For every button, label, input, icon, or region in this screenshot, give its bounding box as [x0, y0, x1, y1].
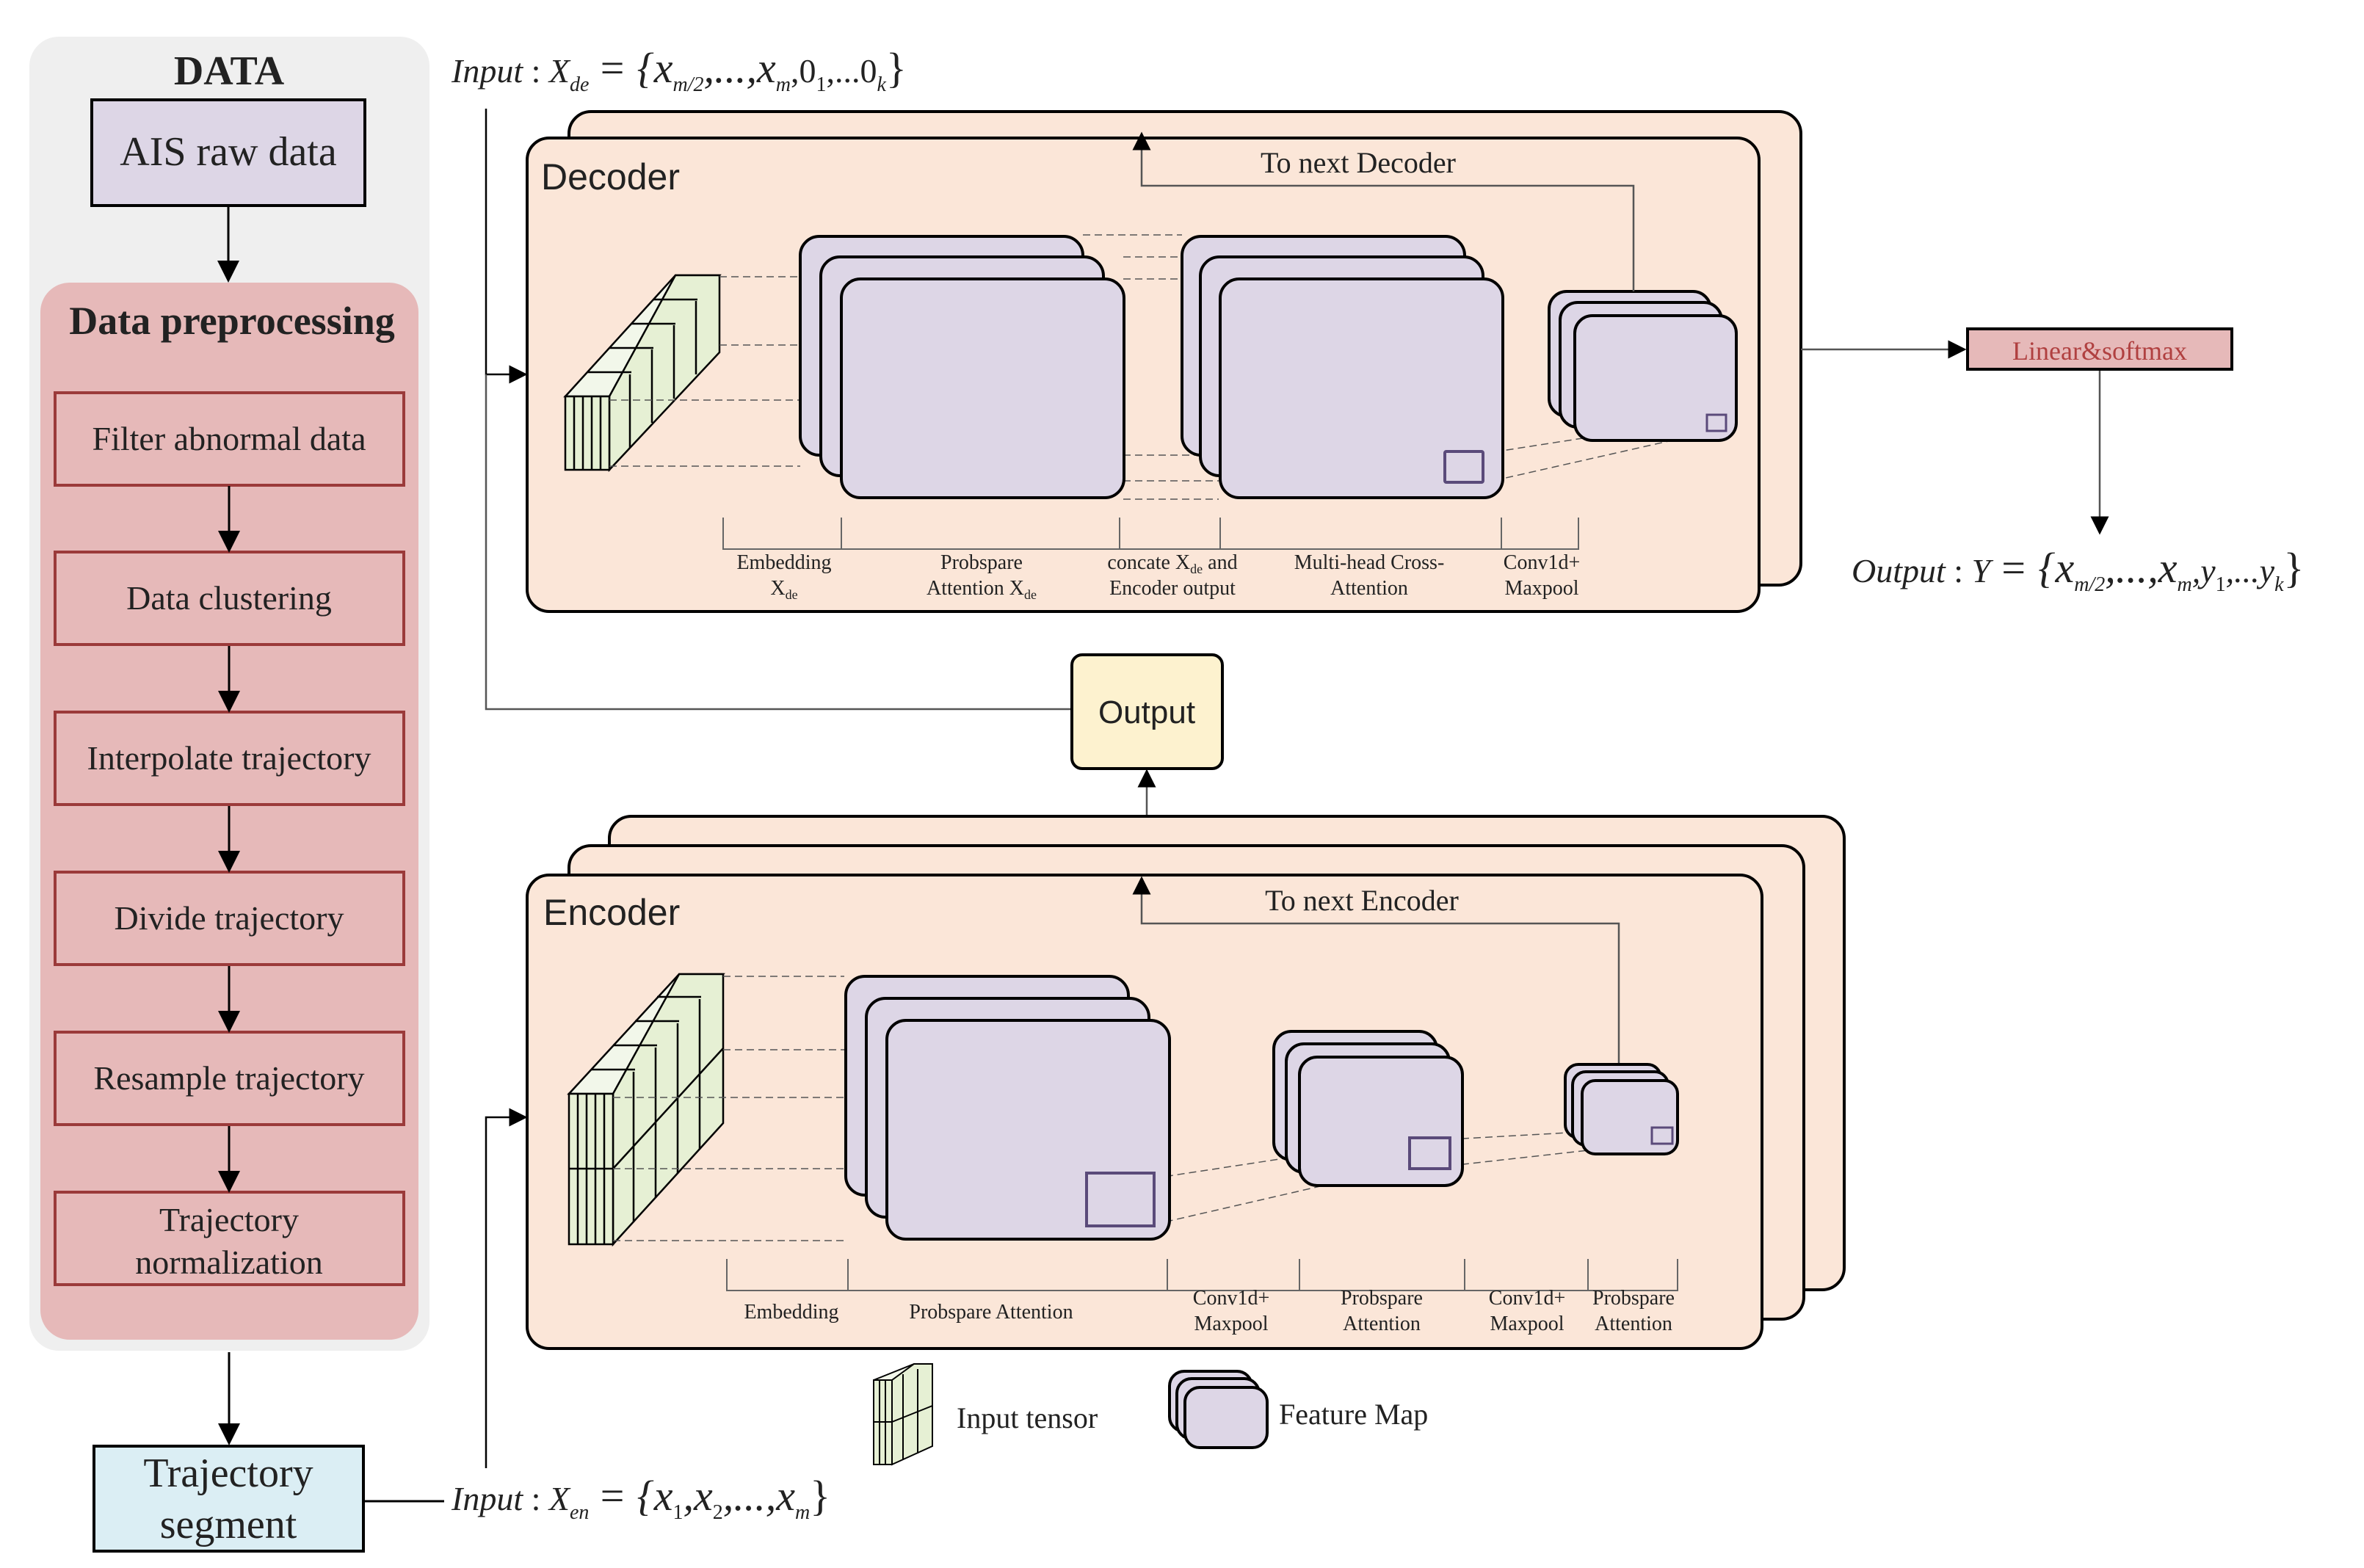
encoder-to-next-label: To next Encoder — [1265, 884, 1459, 917]
preprocessing-steps — [54, 391, 405, 1286]
encoder-stage-probspare2-2: Attention — [1343, 1313, 1421, 1335]
legend-feature-map-label: Feature Map — [1279, 1398, 1428, 1431]
decoder-cross-attention-maps — [1181, 235, 1504, 499]
middle-output-box — [1070, 653, 1224, 770]
decoder-stage-cross-2: Attention — [1330, 577, 1408, 600]
decoder-conv-maps — [1548, 290, 1738, 442]
encoder-input-formula: Input : Xen = {x1,x2,...,xm} — [451, 1472, 830, 1524]
step-normalize-box — [54, 1191, 405, 1286]
preprocessing-title: Data preprocessing — [69, 299, 395, 343]
decoder-stage-concat-1: concate Xde and — [1107, 551, 1237, 576]
encoder-stage-conv2-2: Maxpool — [1490, 1313, 1564, 1335]
linear-softmax-label: Linear&softmax — [2012, 336, 2187, 366]
decoder-stage-embedding-1: Embedding — [736, 551, 831, 574]
trajectory-segment-label-2: segment — [160, 1502, 297, 1547]
legend-feature-map-icon — [1168, 1370, 1269, 1449]
step-cluster-box — [54, 551, 405, 646]
step-normalize-label-2: normalization — [135, 1244, 322, 1281]
encoder-stage-probspare2-1: Probspare — [1341, 1287, 1423, 1310]
decoder-stage-cross-1: Multi-head Cross- — [1294, 551, 1445, 574]
linear-softmax-box — [1966, 327, 2233, 371]
decoder-stage-probspare-1: Probspare — [940, 551, 1023, 574]
encoder-stage-conv2-1: Conv1d+ — [1489, 1287, 1565, 1310]
step-normalize-label-1: Trajectory — [159, 1201, 299, 1238]
encoder-stage-probspare: Probspare Attention — [909, 1301, 1073, 1324]
legend-input-tensor-icon — [873, 1363, 933, 1466]
decoder-attention-maps — [799, 235, 1125, 499]
step-interpolate-box — [54, 711, 405, 806]
legend-input-tensor-label: Input tensor — [957, 1401, 1098, 1434]
step-interpolate-label: Interpolate trajectory — [87, 739, 371, 777]
step-resample-label: Resample trajectory — [93, 1059, 364, 1097]
final-output-formula: Output : Y = {xm/2,...,xm,y1,...yk} — [1852, 544, 2304, 596]
decoder-stage-conv-1: Conv1d+ — [1504, 551, 1580, 574]
encoder-stage-probspare3-1: Probspare — [1592, 1287, 1675, 1310]
encoder-stage-conv1-1: Conv1d+ — [1193, 1287, 1269, 1310]
trajectory-segment-label-1: Trajectory — [143, 1451, 313, 1496]
trajectory-segment-box — [93, 1445, 365, 1553]
ais-raw-data-box — [90, 98, 366, 207]
encoder-stage-probspare3-2: Attention — [1595, 1313, 1672, 1335]
decoder-stage-conv-2: Maxpool — [1504, 577, 1578, 600]
encoder-stage-embedding: Embedding — [744, 1301, 838, 1324]
decoder-stage-probspare-2: Attention Xde — [927, 577, 1037, 602]
decoder-input-tensor — [563, 274, 722, 473]
encoder-conv-maps-1 — [1272, 1030, 1464, 1187]
encoder-input-tensor — [567, 973, 725, 1247]
step-cluster-label: Data clustering — [126, 579, 332, 617]
encoder-label: Encoder — [543, 892, 680, 933]
step-filter-box — [54, 391, 405, 487]
encoder-conv-maps-2 — [1564, 1063, 1679, 1155]
step-resample-box — [54, 1031, 405, 1126]
step-divide-box — [54, 871, 405, 966]
encoder-attention-maps — [844, 975, 1171, 1241]
step-divide-label: Divide trajectory — [115, 899, 344, 937]
encoder-stage-conv1-2: Maxpool — [1194, 1313, 1268, 1335]
decoder-stage-concat-2: Encoder output — [1109, 577, 1236, 600]
ais-raw-data-label: AIS raw data — [120, 129, 337, 175]
decoder-input-formula: Input : Xde = {xm/2,...,xm,01,...0k} — [451, 44, 907, 96]
decoder-to-next-label: To next Decoder — [1261, 146, 1456, 179]
decoder-stage-embedding-2: Xde — [770, 577, 797, 602]
step-filter-label: Filter abnormal data — [93, 420, 366, 457]
data-title: DATA — [174, 48, 285, 94]
middle-output-label: Output — [1098, 694, 1195, 730]
decoder-label: Decoder — [541, 156, 680, 197]
